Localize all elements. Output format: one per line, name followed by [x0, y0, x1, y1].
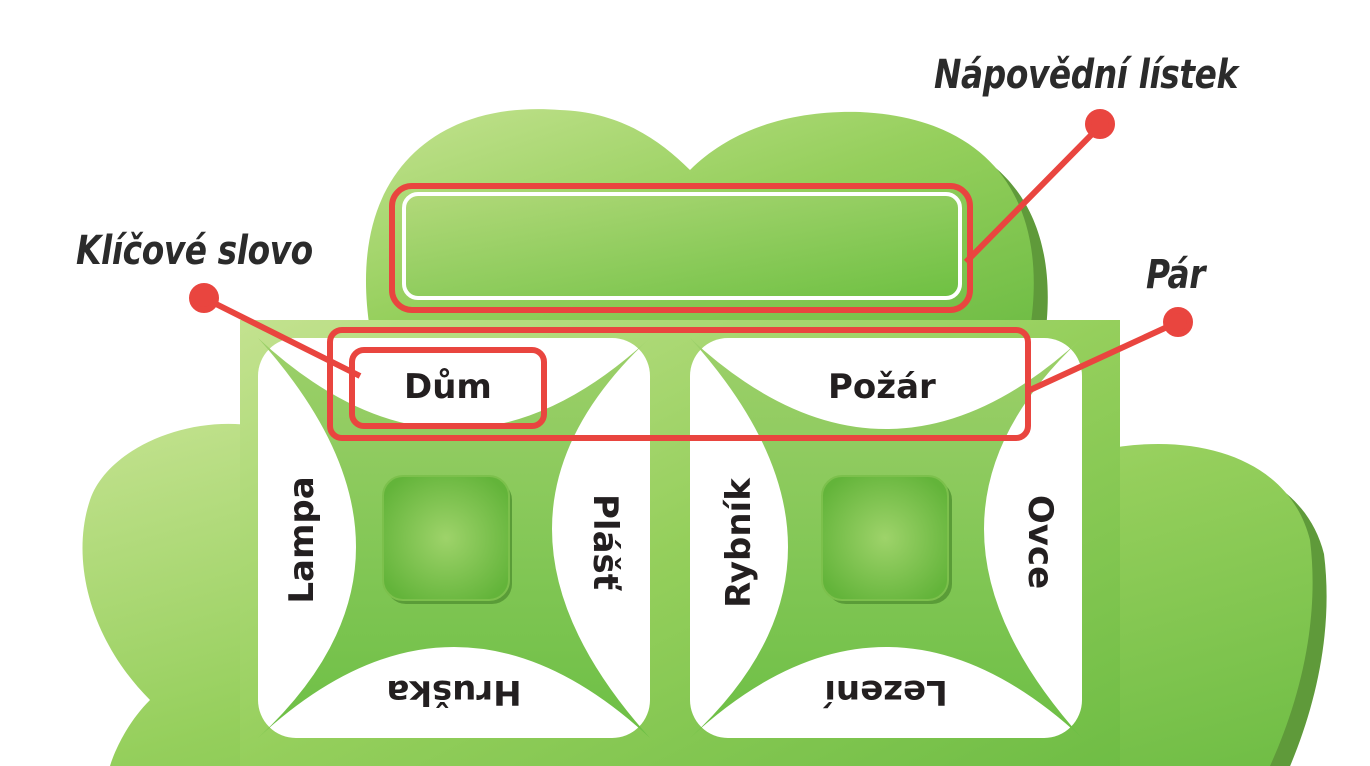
- leader-lines: [189, 109, 1193, 393]
- right-card-right-word: Ovce: [1020, 494, 1060, 590]
- hint-card-frame: [389, 183, 973, 313]
- keyword-frame: [349, 347, 547, 429]
- right-card-bottom-word: Lezení: [824, 672, 948, 712]
- left-card-right-word: Plášť: [585, 493, 625, 591]
- hint-card-leader-dot: [1085, 109, 1115, 139]
- left-card-bottom-word: Hruška: [386, 672, 522, 712]
- left-card-left-word: Lampa: [282, 476, 322, 604]
- right-card-top-word: Požár: [828, 367, 936, 407]
- pair-label: Pár: [1146, 252, 1206, 298]
- keyword-leader-dot: [189, 283, 219, 313]
- keyword-leader: [202, 295, 362, 379]
- keyword-label: Klíčové slovo: [76, 228, 313, 274]
- pair-leader: [1028, 319, 1180, 393]
- hint-card-label: Nápovědní lístek: [934, 52, 1238, 98]
- pair-leader-dot: [1163, 307, 1193, 337]
- right-card-left-word: Rybník: [719, 478, 759, 608]
- left-card-top-word: Dům: [404, 367, 492, 407]
- callout-frames: [327, 183, 1031, 441]
- hint-card-leader: [963, 123, 1103, 265]
- hint-card: [402, 192, 962, 300]
- pair-frame: [327, 327, 1031, 441]
